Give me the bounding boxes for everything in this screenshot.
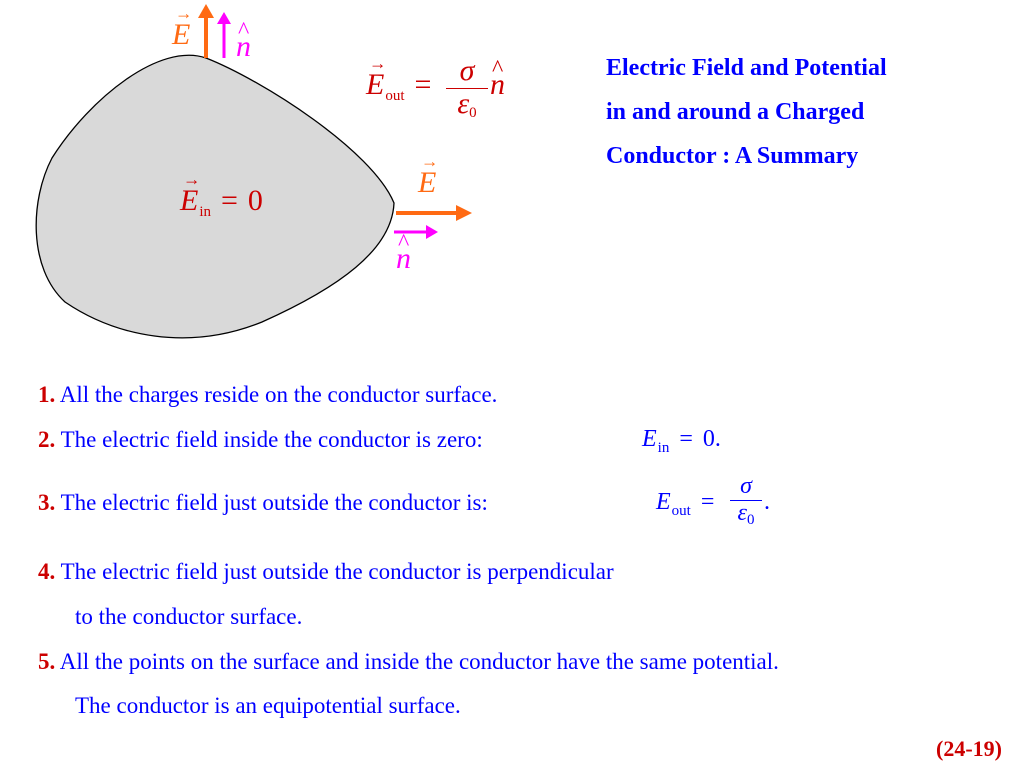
- field-arrowhead-top: [198, 4, 214, 18]
- math-E-out-fraction: σ ε0: [730, 474, 762, 528]
- formula-E-out: →Eout=: [366, 53, 432, 104]
- title-line-3: Conductor : A Summary: [606, 143, 859, 169]
- formula-E-in: →Ein=0: [180, 169, 263, 220]
- label-E-right: →E: [418, 151, 439, 199]
- formula-E-out-fraction: σ ε0: [446, 56, 488, 121]
- math-E-out: Eout=: [656, 489, 715, 519]
- title-line-1: Electric Field and Potential: [606, 55, 887, 81]
- list-item-4-continued: to the conductor surface.: [75, 604, 303, 629]
- formula-E-out-normal: ^n: [490, 56, 505, 101]
- slide-title: Electric Field and Potential in and arou…: [606, 46, 887, 178]
- list-item-2: 2. The electric field inside the conduct…: [38, 427, 483, 452]
- normal-arrowhead-top: [217, 12, 231, 24]
- field-arrowhead-right: [456, 205, 472, 221]
- list-item-3: 3. The electric field just outside the c…: [38, 490, 488, 515]
- normal-arrowhead-right: [426, 225, 438, 239]
- list-item-5-continued: The conductor is an equipotential surfac…: [75, 693, 461, 718]
- title-line-2: in and around a Charged: [606, 99, 865, 125]
- math-E-out-period: .: [764, 489, 770, 515]
- conductor-diagram: [35, 4, 472, 339]
- list-item-1: 1. All the charges reside on the conduct…: [38, 382, 498, 407]
- label-E-top: →E: [172, 3, 193, 51]
- list-item-5: 5. All the points on the surface and ins…: [38, 649, 779, 674]
- list-item-4: 4. The electric field just outside the c…: [38, 559, 614, 584]
- conductor-shape: [35, 54, 395, 339]
- label-n-right: ^n: [396, 230, 411, 275]
- slide-number: (24-19): [936, 736, 1002, 761]
- label-n-top: ^n: [236, 18, 251, 63]
- math-E-in: Ein=0.: [642, 426, 721, 456]
